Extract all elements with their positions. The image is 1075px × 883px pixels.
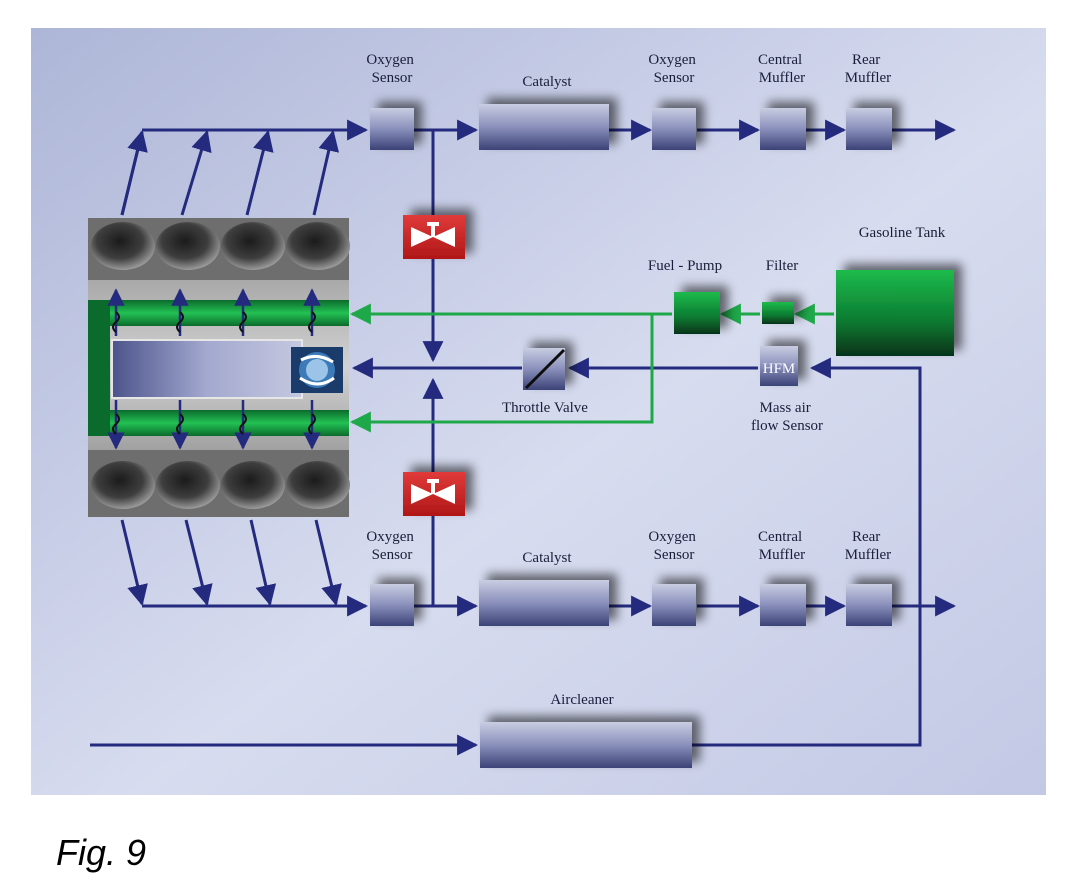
cylinder-top-3: [221, 222, 285, 270]
crankshaft: [111, 339, 303, 399]
label-gasoline-tank: Gasoline Tank: [859, 225, 946, 241]
label-top-oxygen-sensor-2: Oxygen Sensor: [648, 52, 699, 86]
secondary-air-valve-top: [403, 215, 465, 259]
fuel-pump-box: [674, 292, 720, 334]
bottom-rear-muffler: [846, 584, 892, 626]
label-throttle-valve: Throttle Valve: [502, 400, 588, 416]
bottom-oxygen-sensor-2: [652, 584, 696, 626]
fuel-rail-top: [88, 300, 349, 326]
cylinder-top-4: [286, 222, 350, 270]
hfm-box: [760, 346, 798, 386]
bottom-oxygen-sensor-1: [370, 584, 414, 626]
cylinder-bottom-3: [221, 461, 285, 509]
label-bottom-rear-muffler: Rear Muffler: [845, 529, 891, 563]
label-aircleaner: Aircleaner: [550, 692, 613, 708]
label-fuel-pump: Fuel - Pump: [648, 258, 722, 274]
cylinder-top-2: [156, 222, 220, 270]
label-bottom-catalyst: Catalyst: [522, 550, 572, 566]
top-oxygen-sensor-1: [370, 108, 414, 150]
top-catalyst: [479, 104, 609, 150]
filter-box: [762, 302, 794, 324]
label-bottom-central-muffler: Central Muffler: [758, 529, 806, 563]
fuel-lines: [349, 303, 834, 433]
cylinder-bottom-1: [91, 461, 155, 509]
cylinder-bottom-4: [286, 461, 350, 509]
bottom-central-muffler: [760, 584, 806, 626]
turbo-icon: [291, 347, 343, 393]
aircleaner-box: [480, 722, 692, 768]
label-bottom-oxygen-sensor-2: Oxygen Sensor: [648, 529, 699, 563]
engine-block: [88, 218, 350, 517]
throttle-valve: [523, 348, 566, 390]
label-top-catalyst: Catalyst: [522, 74, 572, 90]
gasoline-tank-box: [836, 270, 954, 356]
secondary-air-valve-bottom: [403, 472, 465, 516]
label-filter: Filter: [766, 258, 799, 274]
label-bottom-oxygen-sensor-1: Oxygen Sensor: [366, 529, 417, 563]
fuel-rail-bottom: [88, 410, 349, 436]
label-hfm: HFM: [763, 361, 796, 377]
label-top-central-muffler: Central Muffler: [758, 52, 806, 86]
label-top-oxygen-sensor-1: Oxygen Sensor: [366, 52, 417, 86]
label-top-rear-muffler: Rear Muffler: [845, 52, 891, 86]
label-mass-air-flow-sensor: Mass air flow Sensor: [751, 400, 823, 434]
top-rear-muffler: [846, 108, 892, 150]
top-central-muffler: [760, 108, 806, 150]
top-oxygen-sensor-2: [652, 108, 696, 150]
cylinder-top-1: [91, 222, 155, 270]
bottom-catalyst: [479, 580, 609, 626]
cylinder-bottom-2: [156, 461, 220, 509]
figure-label: Fig. 9: [56, 832, 147, 873]
